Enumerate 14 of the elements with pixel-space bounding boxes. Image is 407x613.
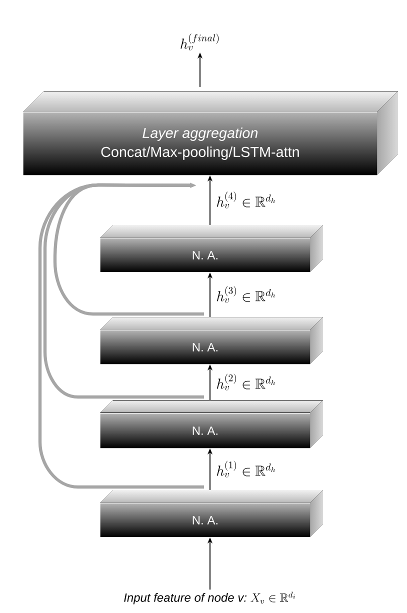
edge-label: $h_v^{(3)} \in \mathbb{R}^{d_h}$ [216,286,276,303]
skip-arrow [43,182,204,399]
skip-arrow [38,182,204,489]
edge-label: $h_v^{(1)} \in \mathbb{R}^{d_h}$ [216,460,276,478]
layer-block: N. A. [100,490,323,537]
output-label: $h_v^{(final)}$ [180,34,219,50]
edge-label: $h_v^{(4)} \in \mathbb{R}^{d_h}$ [216,192,276,208]
layer-block: N. A. [100,317,323,364]
aggregation-block: Layer aggregation Concat/Max-pooling/LSTM-attn [23,91,398,176]
layer-block: N. A. [100,225,323,272]
layer-block: N. A. [100,400,323,448]
edge-label: $h_v^{(2)} \in \mathbb{R}^{d_h}$ [216,374,276,390]
input-label: Input feature of node v: $X_v \in \mathbb{R}^{d_i}$ [124,592,296,604]
skip-arrow [53,182,204,316]
